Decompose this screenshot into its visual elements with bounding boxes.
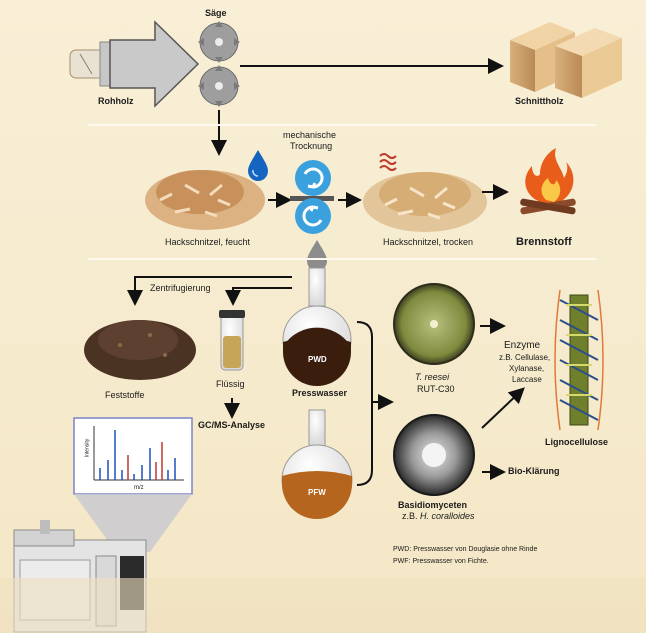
gcms-label: GC/MS-Analyse: [198, 420, 266, 430]
lumber-label: Schnittholz: [515, 96, 564, 106]
press-water-label: Presswasser: [292, 388, 348, 398]
grey-drop-icon: [307, 240, 327, 271]
row-divider-top: [88, 124, 596, 126]
liquid-label: Flüssig: [216, 379, 245, 389]
drying-label-line1: mechanische: [283, 130, 337, 140]
saw-label: Säge: [205, 8, 227, 18]
row-divider-bottom: [88, 258, 596, 260]
enzyme-line2: Xylanase,: [509, 364, 545, 373]
bio-clarification-label: Bio-Klärung: [508, 466, 560, 476]
water-drop-icon: [248, 150, 268, 181]
enzyme-line3: Laccase: [512, 375, 542, 384]
lumber: [510, 22, 622, 98]
basidiomycetes-example-species: H. coralloides: [420, 511, 475, 521]
projection-cone: [74, 494, 192, 552]
saw-blade-bottom: [198, 65, 240, 107]
pwd-flask-label: PWD: [308, 355, 327, 364]
wet-chips-label: Hackschnitzel, feucht: [165, 237, 251, 247]
footnote-pwd: PWD: Presswasser von Douglasie ohne Rind…: [393, 546, 538, 553]
dry-chips-pile: [363, 172, 487, 232]
dry-chips-label: Hackschnitzel, trocken: [383, 237, 474, 247]
campfire-icon: [520, 148, 576, 215]
footnote-pwf: PWF: Presswasser von Fichte.: [393, 558, 489, 565]
basidiomycetes-example: z.B. H. coralloides: [402, 511, 475, 521]
treesei-strain-label: RUT-C30: [417, 384, 455, 394]
basidiomycetes-label: Basidiomyceten: [398, 500, 468, 510]
drying-label-line2: Trocknung: [290, 141, 333, 151]
treesei-species-label: T. reesei: [415, 372, 450, 382]
lignocellulose-label: Lignocellulose: [545, 437, 609, 447]
pfw-flask: [281, 409, 353, 519]
enzyme-line1: z.B. Cellulase,: [499, 353, 551, 362]
merge-bracket: [356, 321, 385, 486]
pwd-flask: [282, 267, 352, 386]
raw-wood-label: Rohholz: [98, 96, 134, 106]
pfw-flask-label: PFW: [308, 488, 326, 497]
ms-xlabel: m/z: [134, 485, 144, 491]
heat-waves-icon: [379, 153, 397, 171]
basidiomycetes-example-prefix: z.B.: [402, 511, 421, 521]
large-input-arrow: [109, 20, 200, 108]
treesei-petri-dish: [393, 283, 475, 365]
enzyme-title: Enzyme: [504, 340, 541, 351]
liquid-vial: [219, 310, 245, 371]
lignocellulose-fiber: [554, 289, 604, 431]
centrifugation-label: Zentrifugierung: [150, 283, 211, 293]
solids-pile: [84, 320, 196, 380]
basidiomycete-petri-dish: [393, 414, 475, 496]
ms-ylabel: Intensity: [84, 438, 91, 458]
saw-blade-top: [198, 21, 240, 63]
solids-label: Feststoffe: [105, 390, 145, 400]
wet-chips-pile: [145, 170, 265, 230]
fuel-label: Brennstoff: [516, 236, 572, 248]
mass-spectrum-chart: [73, 417, 193, 495]
press-rollers: [290, 160, 334, 234]
